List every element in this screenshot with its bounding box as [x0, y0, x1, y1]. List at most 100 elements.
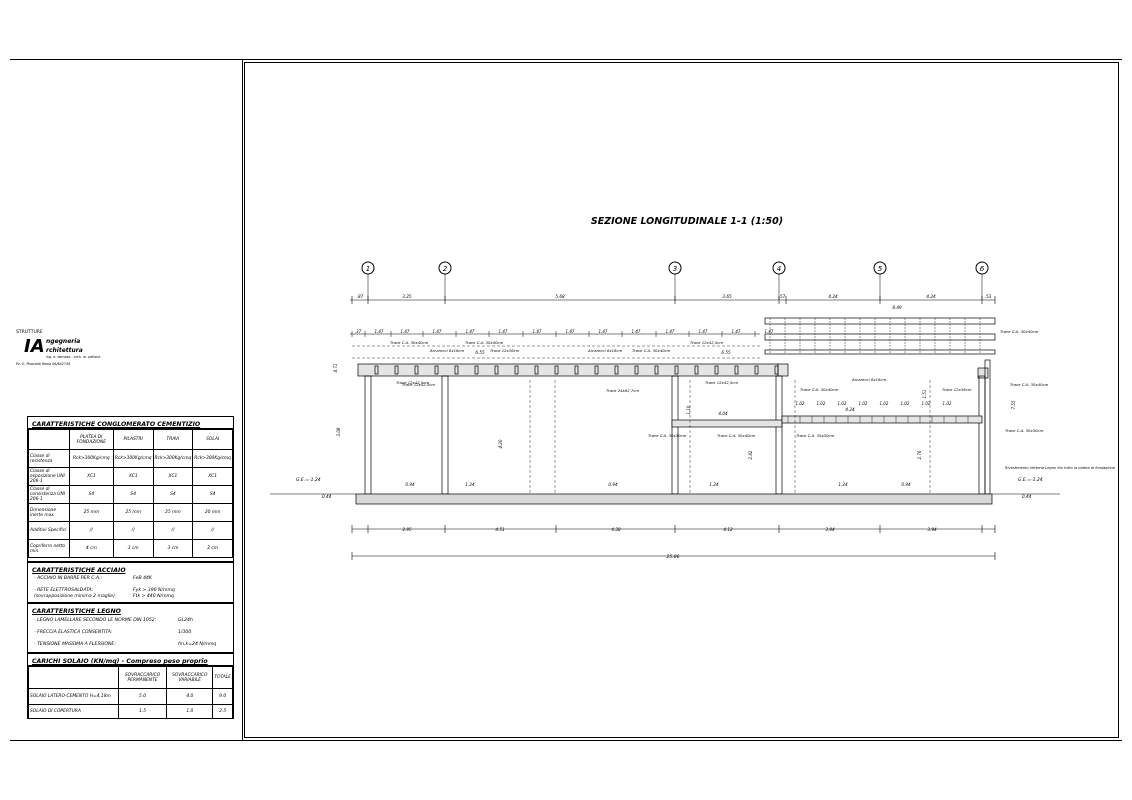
beam-label: Trave C.A. 30x40cm [717, 433, 756, 438]
loads-spec-panel: CARICHI SOLAIO (KN/mq) - Compreso peso p… [27, 653, 234, 719]
wood-line3-value: fm,k=24 N/mmq [178, 642, 217, 647]
concrete-header: PILASTRI [112, 429, 154, 450]
steel-line1-label: - ACCIAIO IN BARRE PER C.A.: [34, 576, 103, 581]
concrete-cell: 3 cm [152, 539, 194, 558]
concrete-cell: 20 mm [192, 503, 233, 522]
dimension-value: 3.94 [825, 527, 835, 532]
axis-label: 2 [443, 265, 448, 273]
beam-label: Trave 12x42,5cm [396, 380, 429, 385]
dimension-value: .87 [357, 294, 364, 299]
axis-label: 1 [366, 265, 370, 273]
loads-header: SOVRACCARICO PERMANENTE [117, 666, 168, 689]
concrete-cell: S4 [192, 485, 233, 504]
table-row: Additivi Specifici // // // // [28, 521, 233, 540]
loads-cell: 9.0 [212, 688, 233, 705]
table-row: Classe di resistenza Rck>300Kg/cmq Rck>3… [28, 449, 233, 468]
axis-label: 4 [777, 265, 781, 273]
level-value: 0.44 [1022, 494, 1032, 499]
beam-label: Trave 12x42,5cm [690, 340, 723, 345]
table-row: SOLAIO LATERO-CEMENTO H=4,18m 5.0 4.0 9.… [28, 688, 233, 705]
note-right: Rivestimento Verteria Legno foo tutto la… [1005, 466, 1116, 470]
slab-joist [514, 365, 519, 375]
drawing-border-right [1118, 62, 1119, 738]
beam-label: Trave C.A. 30x40cm [1010, 382, 1049, 387]
logo-line2: rchitettura [46, 347, 83, 354]
concrete-header: PLATEA DI FONDAZIONE [68, 429, 114, 450]
wood-spec-title: CARATTERISTICHE LEGNO [32, 608, 121, 615]
concrete-header [28, 429, 70, 450]
axis-label: 3 [673, 265, 677, 273]
frame-top-line [10, 59, 1122, 60]
concrete-cell: 25 mm [68, 503, 114, 522]
column [775, 375, 783, 495]
slab-joist [414, 365, 419, 375]
dimension-value: 1.02 [880, 401, 889, 406]
dimension-value: 1.47 [533, 329, 542, 334]
dimension-value: 1.02 [901, 401, 910, 406]
beam-label: Trave C.A. 30x40cm [800, 387, 839, 392]
slab-joist [774, 365, 779, 375]
concrete-cell: XC1 [68, 467, 114, 486]
concrete-cell: 4 cm [68, 539, 114, 558]
wood-line2-value: 1/300 [178, 630, 192, 635]
dimension-value: 1.02 [859, 401, 868, 406]
dimension-value: 2.95 [402, 527, 412, 532]
beam-label: Trave 12x36cm [490, 348, 520, 353]
dimension-value: 1.47 [699, 329, 708, 334]
loads-cell: 1.5 [117, 704, 168, 719]
steel-line2-label: - RETE ELETTROSALDATA: [34, 588, 94, 593]
beam-label: Arcarecci 8x16cm [429, 348, 464, 353]
dimension-value: .57 [779, 294, 786, 299]
slab-joist [474, 365, 479, 375]
slab-joist [614, 365, 619, 375]
slab-joint [777, 363, 789, 377]
concrete-cell: Additivi Specifici [28, 521, 70, 540]
column [978, 375, 986, 495]
concrete-cell: 25 mm [112, 503, 154, 522]
concrete-header: TRAVI [152, 429, 194, 450]
concrete-cell: // [192, 521, 233, 540]
ground-level-left: G.E.=-1.24 [296, 477, 321, 483]
ground-level-right: G.E.=-1.24 [1018, 477, 1043, 483]
dimension-value: 1.02 [943, 401, 952, 406]
beam-label: Trave C.A. 30x30cm [648, 433, 687, 438]
concrete-cell: 25 mm [152, 503, 194, 522]
slab-joist [674, 365, 679, 375]
level-value: 4.24 [845, 407, 855, 412]
dimension-value: 3.65 [722, 294, 732, 299]
logo-address: Pz. G. Pisacaldi Roma 06/642749 [16, 362, 71, 366]
beam-label: Arcarecci 8x16cm [851, 377, 886, 382]
level-value: 6.55 [721, 350, 731, 355]
dimension-value: 4.12 [723, 527, 733, 532]
slab-joist [394, 365, 399, 375]
concrete-cell: XC1 [112, 467, 154, 486]
roof-beam [764, 349, 996, 355]
loads-spec-title: CARICHI SOLAIO (KN/mq) - Compreso peso p… [28, 654, 233, 666]
slab-joist [494, 365, 499, 375]
slab-joist [654, 365, 659, 375]
slab-joist [434, 365, 439, 375]
steel-spec-title: CARATTERISTICHE ACCIAIO [32, 567, 126, 574]
loads-cell: SOLAIO DI COPERTURA [28, 704, 119, 719]
concrete-cell: Rck>300Kg/cmq [152, 449, 194, 468]
wood-line1-value: GL24h [178, 618, 193, 623]
logo-subtitle: ing. e. damaso - arch. m. pellone [46, 355, 101, 359]
slab-right [977, 367, 989, 379]
dimension-value: 1.02 [817, 401, 826, 406]
loads-cell: 1.0 [166, 704, 214, 719]
dimension-value: 3.25 [402, 294, 412, 299]
steel-line2-value-a: Fyk > 390 N/mmq [133, 588, 175, 593]
height-value: 4.20 [498, 439, 503, 448]
concrete-spec-title: CARATTERISTICHE CONGLOMERATO CEMENTIZIO [28, 417, 233, 429]
dimension-value: 1.47 [666, 329, 675, 334]
beam-intermediate [781, 415, 983, 424]
axis-label: 6 [980, 265, 985, 273]
height-value: 3.08 [336, 427, 341, 436]
table-row: Classe di esposizione UNI 206-1 XC1 XC1 … [28, 467, 233, 486]
dimension-value: 1.47 [566, 329, 575, 334]
table-row: SOLAIO DI COPERTURA 1.5 1.0 2.5 [28, 704, 233, 719]
loads-cell: 4.0 [166, 688, 214, 705]
concrete-cell: Copriferro netto min. [28, 539, 70, 558]
dimension-value: 1.47 [375, 329, 384, 334]
loads-cell: 5.0 [117, 688, 168, 705]
